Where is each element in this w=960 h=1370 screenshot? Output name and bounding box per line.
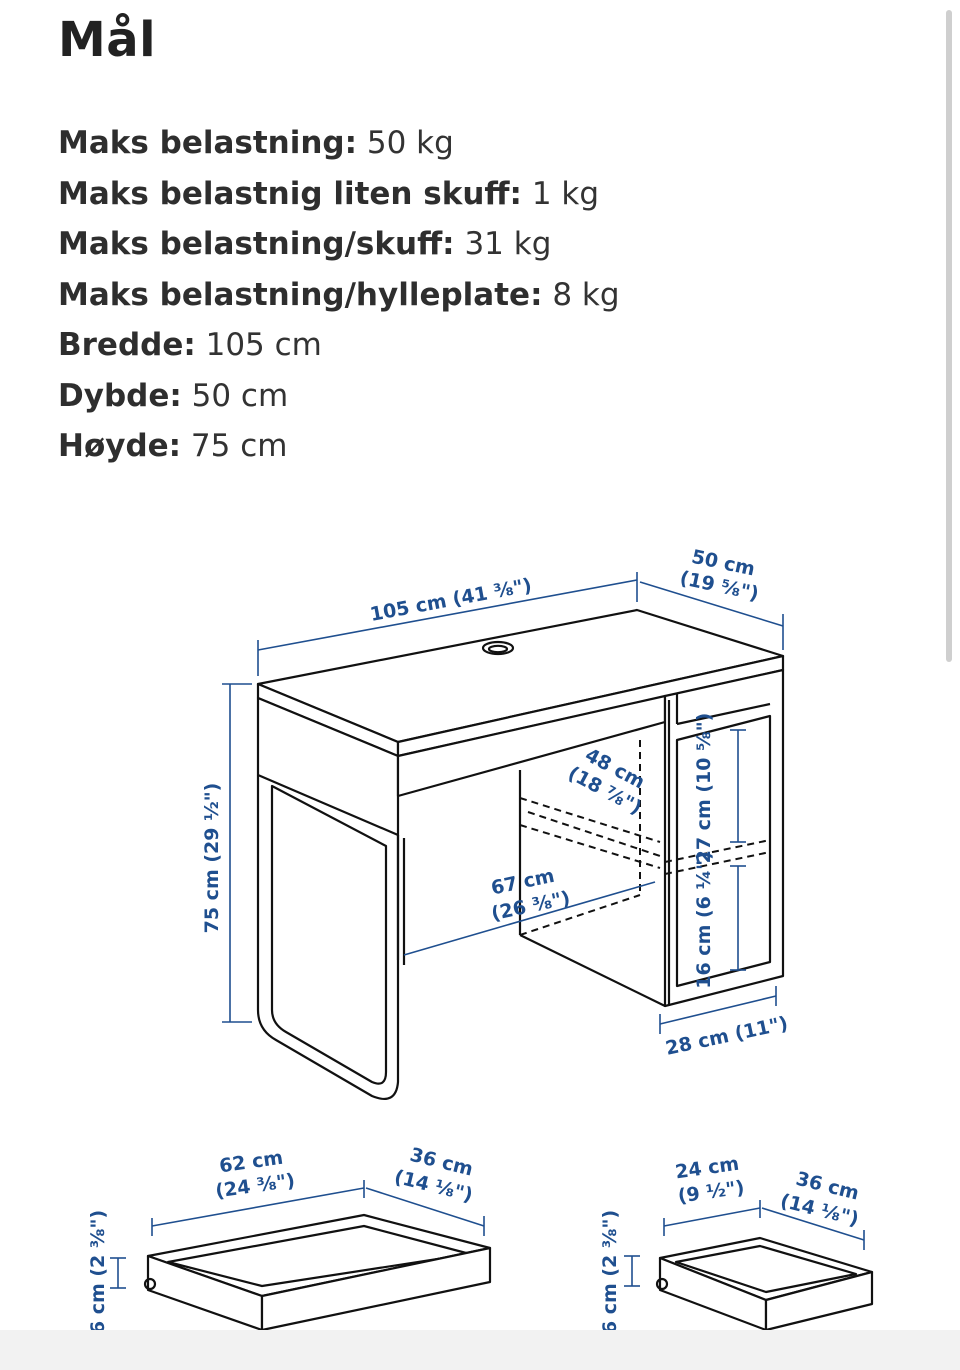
spec-value: 50 kg: [366, 125, 454, 161]
spec-label: Høyde:: [58, 428, 182, 464]
desk-drawing: [256, 608, 785, 1100]
spec-max-load-small-drawer: Maks belastnig liten skuff: 1 kg: [58, 169, 620, 220]
spec-value: 31 kg: [464, 226, 552, 262]
compartment-upper-label: 27 cm (10 ⅝"): [693, 713, 715, 864]
spec-max-load: Maks belastning: 50 kg: [58, 118, 620, 169]
spec-width: Bredde: 105 cm: [58, 320, 620, 371]
page-bottom-strip: [0, 1330, 960, 1370]
scrollbar-thumb[interactable]: [946, 10, 952, 662]
spec-label: Maks belastnig liten skuff:: [58, 175, 522, 212]
spec-max-load-shelf: Maks belastning/hylleplate: 8 kg: [58, 270, 620, 321]
spec-height: Høyde: 75 cm: [58, 421, 620, 472]
spec-value: 75 cm: [190, 428, 288, 464]
spec-value: 50 cm: [191, 377, 289, 414]
spec-label: Maks belastning/skuff:: [58, 226, 455, 262]
small-drawer-height-label: 6 cm (2 ⅜"): [599, 1210, 621, 1334]
spec-max-load-drawer: Maks belastning/skuff: 31 kg: [58, 219, 620, 270]
large-drawer-drawing: [143, 1213, 492, 1332]
spec-value: 8 kg: [552, 276, 620, 313]
spec-list: Maks belastning: 50 kg Maks belastnig li…: [58, 118, 620, 472]
cabinet-width-label: 28 cm (11"): [664, 1012, 790, 1059]
small-drawer-drawing: [655, 1236, 874, 1332]
spec-label: Dybde:: [58, 377, 182, 414]
desk-width-label: 105 cm (41 ⅜"): [368, 574, 533, 626]
desk-height-label: 75 cm (29 ½"): [201, 783, 223, 934]
spec-label: Bredde:: [58, 327, 196, 363]
compartment-lower-label: 16 cm (6 ¼"): [693, 851, 715, 989]
spec-value: 1 kg: [531, 175, 600, 212]
desk-dimensions: 105 cm (41 ⅜") 50 cm (19 ⅝") 75 cm (29 ½…: [201, 546, 790, 1060]
spec-depth: Dybde: 50 cm: [58, 371, 620, 422]
spec-label: Maks belastning:: [58, 125, 358, 161]
spec-value: 105 cm: [205, 327, 322, 363]
large-drawer-height-label: 6 cm (2 ⅜"): [87, 1210, 109, 1334]
spec-label: Maks belastning/hylleplate:: [58, 276, 543, 313]
page-title: Mål: [58, 12, 157, 68]
